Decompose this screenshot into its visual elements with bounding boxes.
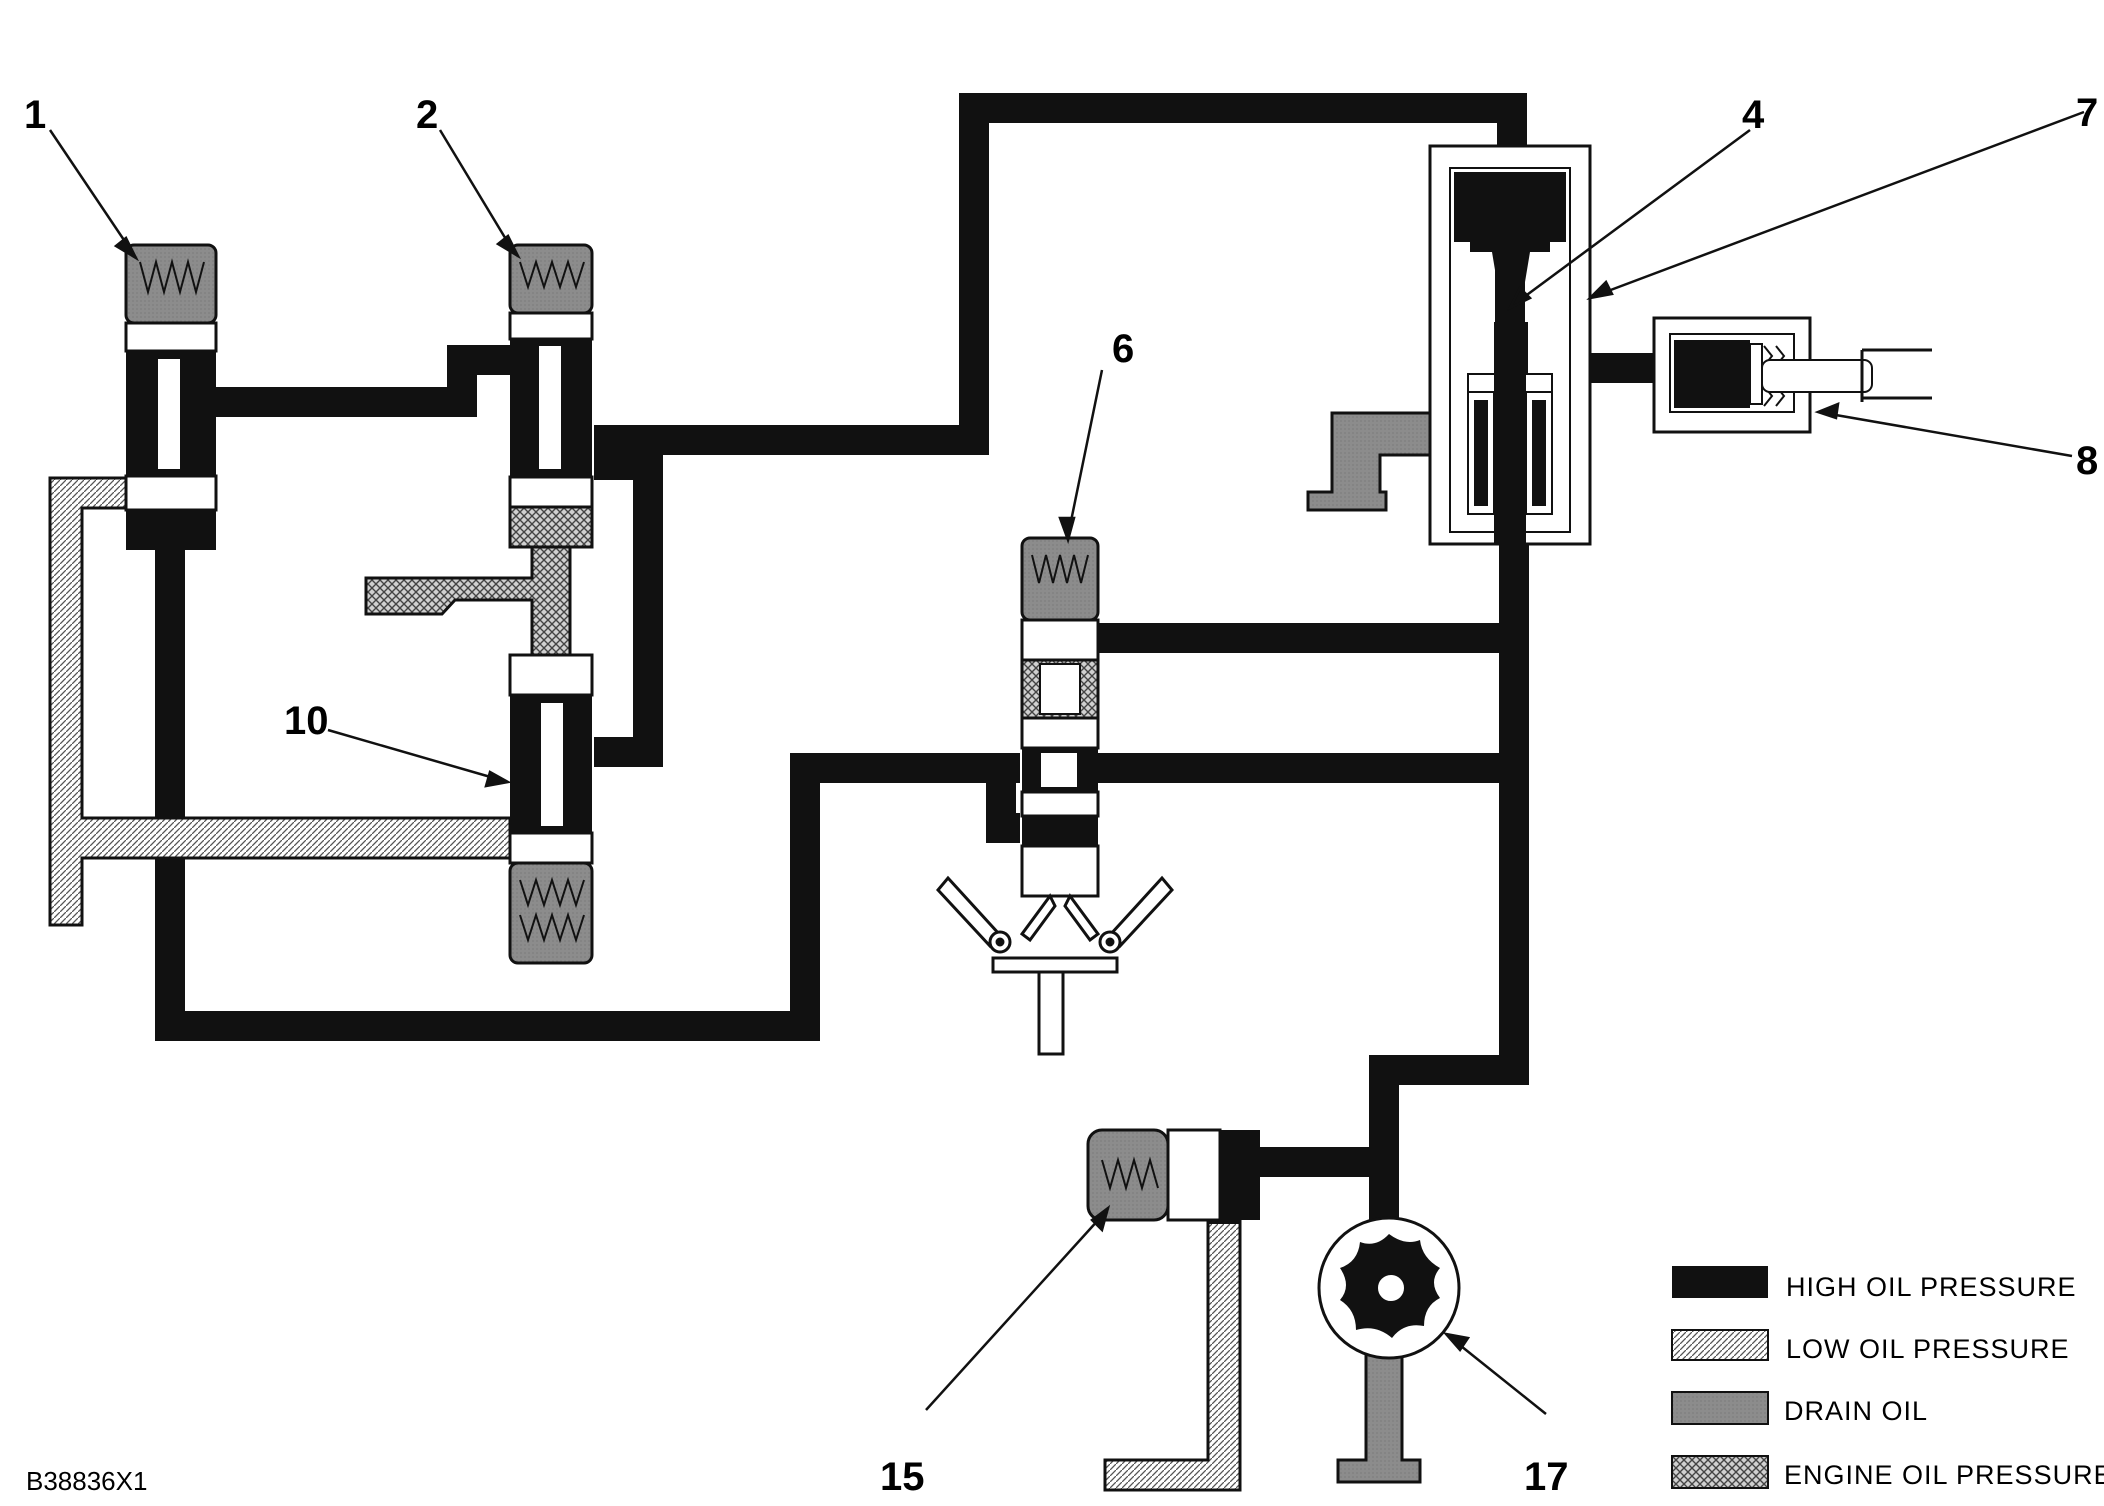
high-pressure-lines [155, 93, 1665, 1258]
drawing-number: B38836X1 [26, 1466, 147, 1496]
valve-6 [1020, 536, 1100, 898]
valve-1 [124, 243, 218, 550]
valve-4-assembly [1428, 144, 1592, 546]
callout-10: 10 [284, 699, 329, 743]
legend-label-engine: ENGINE OIL PRESSURE [1784, 1460, 2104, 1490]
valve-10 [508, 653, 594, 965]
legend-swatch-high [1672, 1266, 1768, 1298]
engine-oil-line [364, 545, 572, 657]
legend-swatch-low [1671, 1329, 1769, 1361]
legend-label-drain: DRAIN OIL [1784, 1396, 1928, 1426]
callout-labels: 1 2 4 7 6 8 10 15 17 [24, 91, 2098, 1499]
callout-4: 4 [1742, 93, 1765, 137]
legend-swatch-drain [1671, 1391, 1769, 1425]
legend-label-high: HIGH OIL PRESSURE [1786, 1272, 2077, 1302]
callout-7: 7 [2076, 91, 2098, 135]
callout-1: 1 [24, 93, 46, 137]
legend-label-low: LOW OIL PRESSURE [1786, 1334, 2070, 1364]
valve-2 [508, 243, 594, 549]
legend-swatch-engine [1671, 1455, 1769, 1489]
callout-17: 17 [1524, 1455, 1569, 1499]
callout-8: 8 [2076, 439, 2098, 483]
governor-linkage [936, 875, 1174, 1056]
callout-2: 2 [416, 93, 438, 137]
callout-6: 6 [1112, 327, 1134, 371]
relief-valve-15 [1086, 1128, 1260, 1224]
pump-17 [1317, 1216, 1461, 1360]
callout-15: 15 [880, 1455, 925, 1499]
legend: HIGH OIL PRESSURE LOW OIL PRESSURE DRAIN… [1671, 1266, 2104, 1490]
actuator-8 [1652, 316, 1932, 434]
callout-leaders [48, 110, 2085, 1415]
